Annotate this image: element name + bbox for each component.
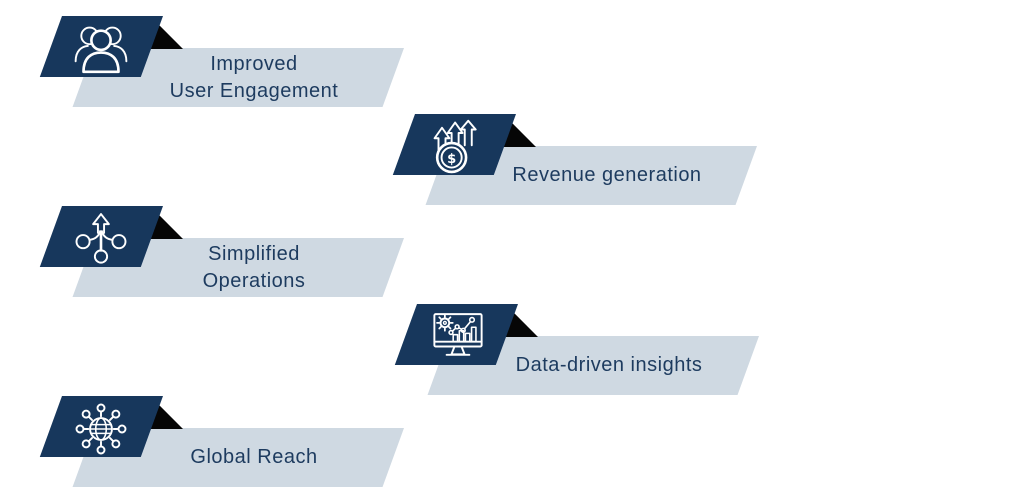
- trend-line: [448, 316, 476, 336]
- users-icon: [73, 21, 129, 77]
- benefit-label: Revenue generation: [457, 146, 757, 205]
- benefit-label-line: Simplified: [208, 242, 300, 265]
- benefit-label-line: Revenue generation: [512, 164, 702, 186]
- bar-chart: [452, 326, 477, 343]
- split-junction-icon: [73, 211, 129, 267]
- benefit-label-line: Global Reach: [190, 446, 318, 468]
- growth-arrows-coin-icon: $: [428, 119, 484, 175]
- benefit-label: Simplified Operations: [104, 238, 404, 297]
- benefit-label: Data-driven insights: [459, 336, 759, 395]
- dollar-symbol: $: [447, 152, 456, 167]
- benefit-label-line: Data-driven insights: [515, 354, 703, 376]
- benefit-label-line: Operations: [202, 269, 306, 292]
- benefit-label: Improved User Engagement: [104, 48, 404, 107]
- benefit-label-line: User Engagement: [169, 79, 339, 102]
- benefit-label-line: Improved: [210, 52, 298, 75]
- benefit-label: Global Reach: [104, 428, 404, 487]
- analytics-monitor-icon: [430, 308, 486, 364]
- gear-icon: [436, 314, 454, 332]
- globe-network-icon: [73, 401, 129, 457]
